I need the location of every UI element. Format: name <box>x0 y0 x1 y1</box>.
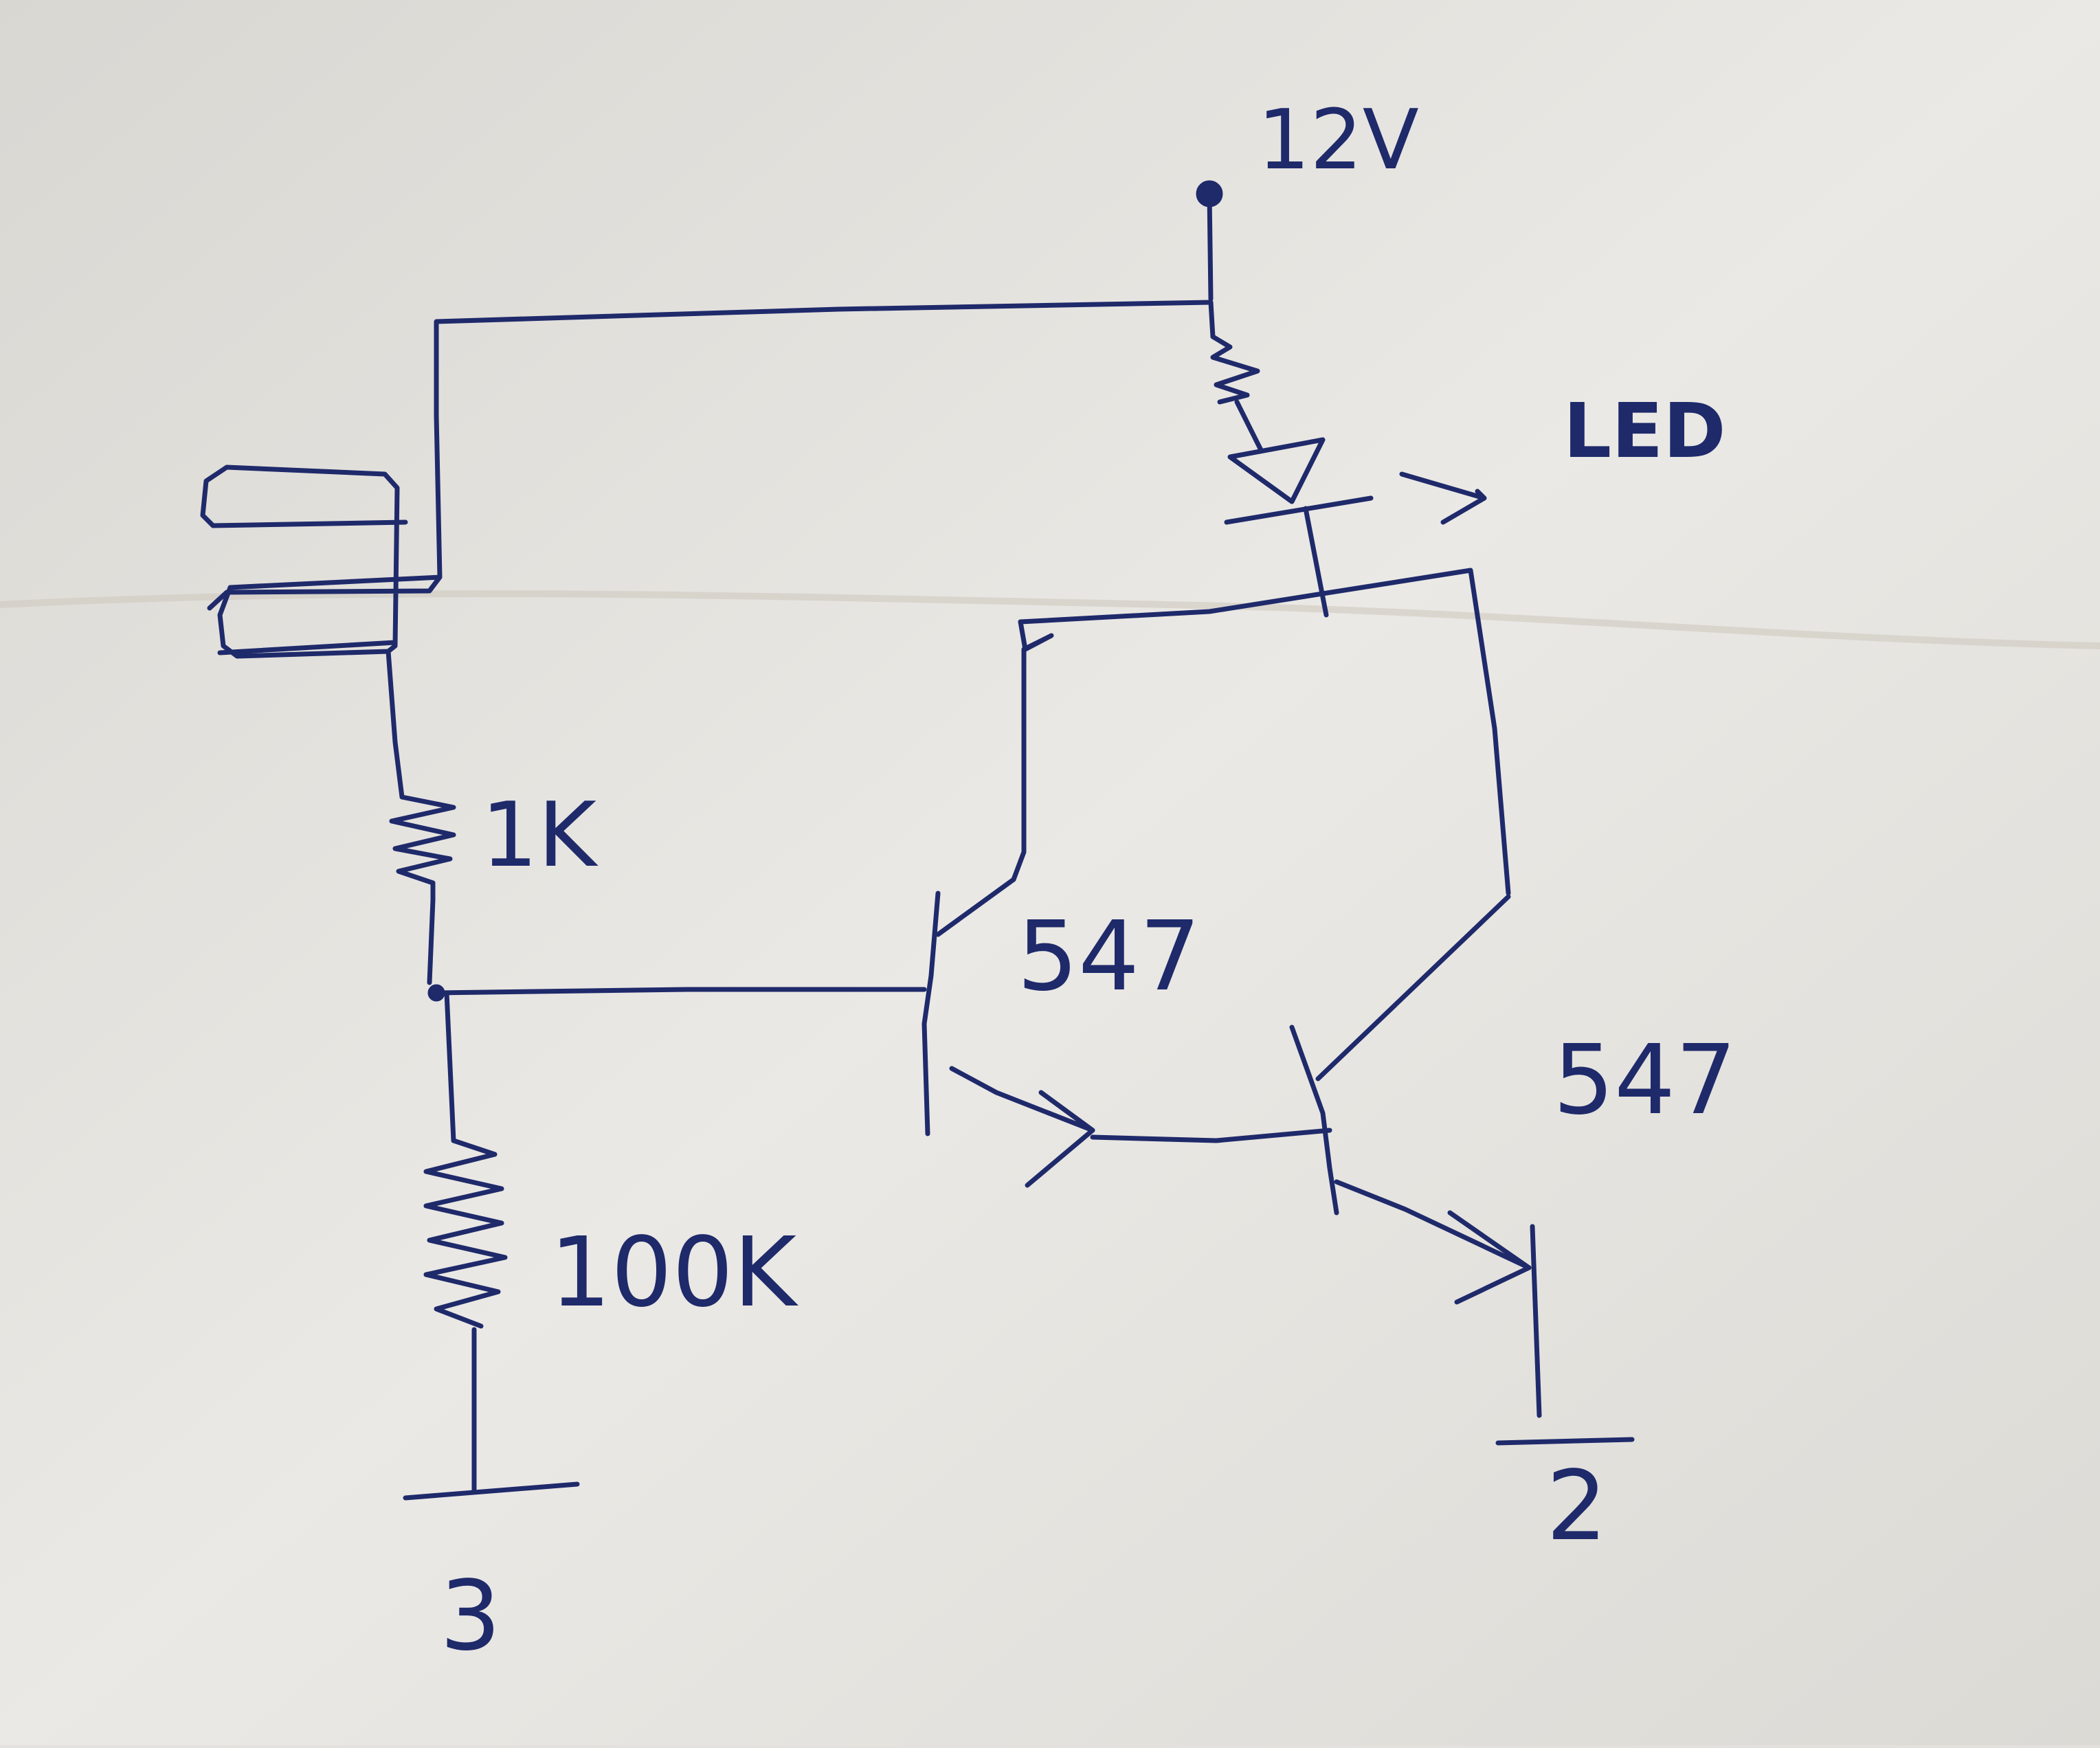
label-resistor-100k: 100K <box>550 1217 798 1329</box>
label-ground-left: 3 <box>440 1560 501 1672</box>
wire-q2-to-ground <box>1530 1224 1542 1418</box>
resistor-100k <box>423 1138 508 1329</box>
label-q2: 547 <box>1553 1024 1736 1136</box>
q2-emitter-lead <box>1334 1179 1532 1270</box>
touch-sensor-plate <box>200 413 443 659</box>
wire-node-to-100k <box>444 990 456 1143</box>
resistor-led <box>1208 300 1260 405</box>
label-supply: 12V <box>1258 93 1419 188</box>
q1-collector-lead <box>935 877 1016 937</box>
supply-lead <box>1207 191 1214 302</box>
q1-base-bar <box>921 890 941 1136</box>
wire-1k-to-node <box>427 897 436 985</box>
q2-collector-lead <box>1315 894 1511 1082</box>
wire-q1-collector <box>1011 619 1054 882</box>
q2-base-bar <box>1289 1024 1339 1215</box>
wire-led-to-collector-node <box>1303 506 1329 618</box>
top-rail-wire <box>434 300 1214 418</box>
wire-r-to-led <box>1234 399 1264 453</box>
label-resistor-1k: 1K <box>481 783 599 887</box>
q2-emitter-arrow <box>1447 1210 1532 1305</box>
wire-q1-emitter-to-q2-base <box>1090 1128 1332 1143</box>
label-led: LED <box>1563 387 1726 475</box>
wire-node-to-q1-base <box>434 987 927 996</box>
ground-right-bar <box>1495 1437 1635 1446</box>
led-emission-arrow <box>1399 471 1487 525</box>
ground-left-bar <box>403 1481 580 1501</box>
label-ground-right: 2 <box>1546 1450 1607 1562</box>
label-q1: 547 <box>1017 901 1200 1013</box>
q1-emitter-lead <box>949 1066 1095 1133</box>
resistor-1k <box>389 739 456 903</box>
wires <box>200 180 1635 1501</box>
touch-sensor-lead <box>386 649 398 745</box>
led-body <box>1224 437 1374 525</box>
q1-emitter-arrow <box>1025 1090 1095 1188</box>
collector-rail <box>1018 568 1511 896</box>
paper-fold-crease <box>0 590 2100 649</box>
